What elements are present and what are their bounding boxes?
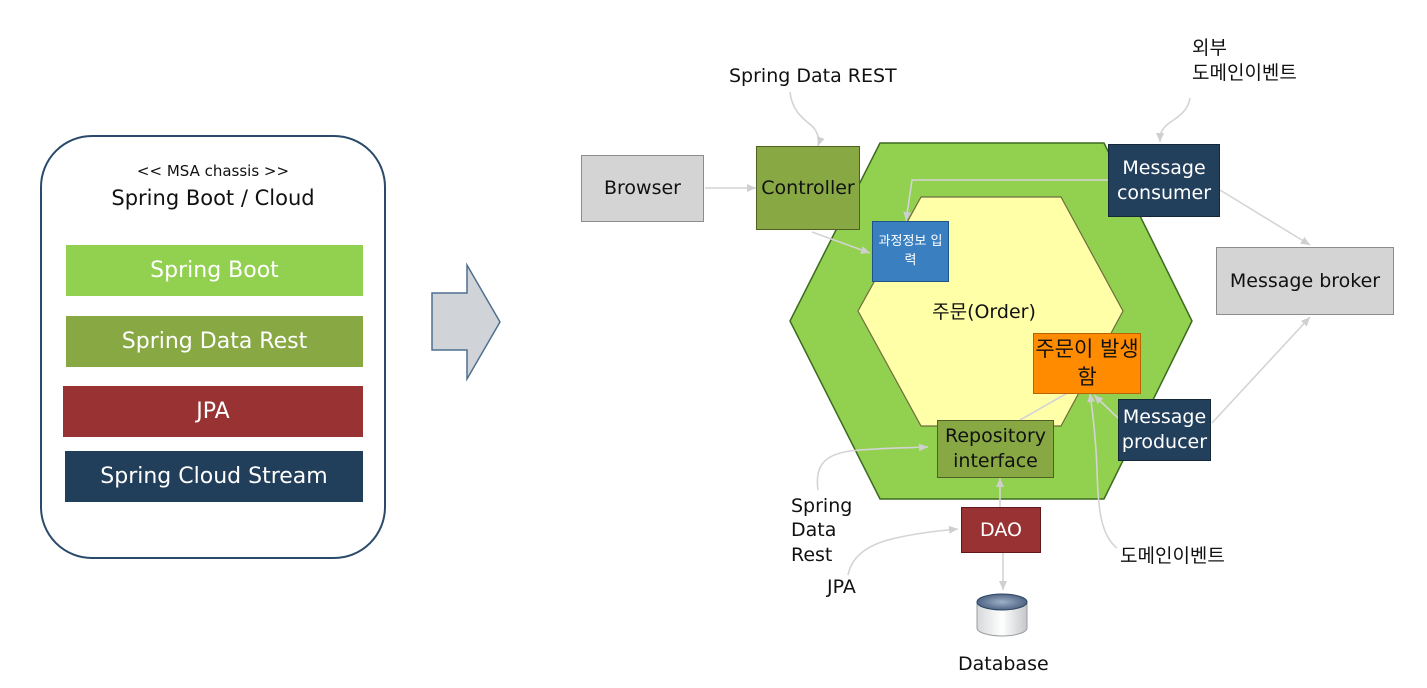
browser-box: Browser xyxy=(581,155,704,222)
jpa-pointer xyxy=(847,525,959,576)
controller-box: Controller xyxy=(756,146,860,230)
layer-spring-cloud-stream: Spring Cloud Stream xyxy=(65,451,363,502)
message-consumer-box: Message consumer xyxy=(1108,144,1220,217)
dao-box: DAO xyxy=(961,507,1041,553)
message-producer-box: Message producer xyxy=(1118,399,1211,461)
domain-event-pointer xyxy=(1087,392,1118,549)
spring-data-rest-pointer xyxy=(789,91,825,147)
transition-arrow-icon xyxy=(431,262,501,382)
jpa-label: JPA xyxy=(827,576,856,598)
controller-to-input-arrow xyxy=(811,231,871,254)
consumer-to-broker-arrow xyxy=(1219,189,1311,246)
domain-event-label: 도메인이벤트 xyxy=(1120,545,1225,567)
external-event-pointer xyxy=(1156,97,1191,143)
chassis-subtitle: << MSA chassis >> xyxy=(136,162,290,180)
database-label: Database xyxy=(958,653,1049,675)
spring-data-rest-bottom-label-3: Rest xyxy=(791,544,833,566)
spring-data-rest-top-label: Spring Data REST xyxy=(729,65,897,87)
spring-data-rest-bottom-pointer xyxy=(816,443,929,491)
layer-spring-boot: Spring Boot xyxy=(66,245,363,296)
spring-data-rest-bottom-label-1: Spring xyxy=(791,495,853,517)
external-event-label-2: 도메인이벤트 xyxy=(1192,62,1297,84)
producer-to-event-arrow xyxy=(1093,394,1121,421)
consumer-to-input-arrow xyxy=(903,179,1112,222)
layer-jpa: JPA xyxy=(63,386,363,437)
input-box: 과정정보 입력 xyxy=(872,221,949,282)
spring-data-rest-bottom-label-2: Data xyxy=(791,519,837,541)
layer-spring-data-rest: Spring Data Rest xyxy=(66,316,363,367)
database-icon xyxy=(976,593,1028,637)
external-event-label-1: 외부 xyxy=(1192,37,1227,59)
message-broker-box: Message broker xyxy=(1216,247,1394,315)
chassis-title: Spring Boot / Cloud xyxy=(111,186,315,210)
event-box: 주문이 발생함 xyxy=(1033,333,1141,394)
repository-box: Repository interface xyxy=(937,420,1054,478)
core-domain-label: 주문(Order) xyxy=(932,301,1036,323)
producer-to-broker-arrow xyxy=(1211,316,1311,424)
